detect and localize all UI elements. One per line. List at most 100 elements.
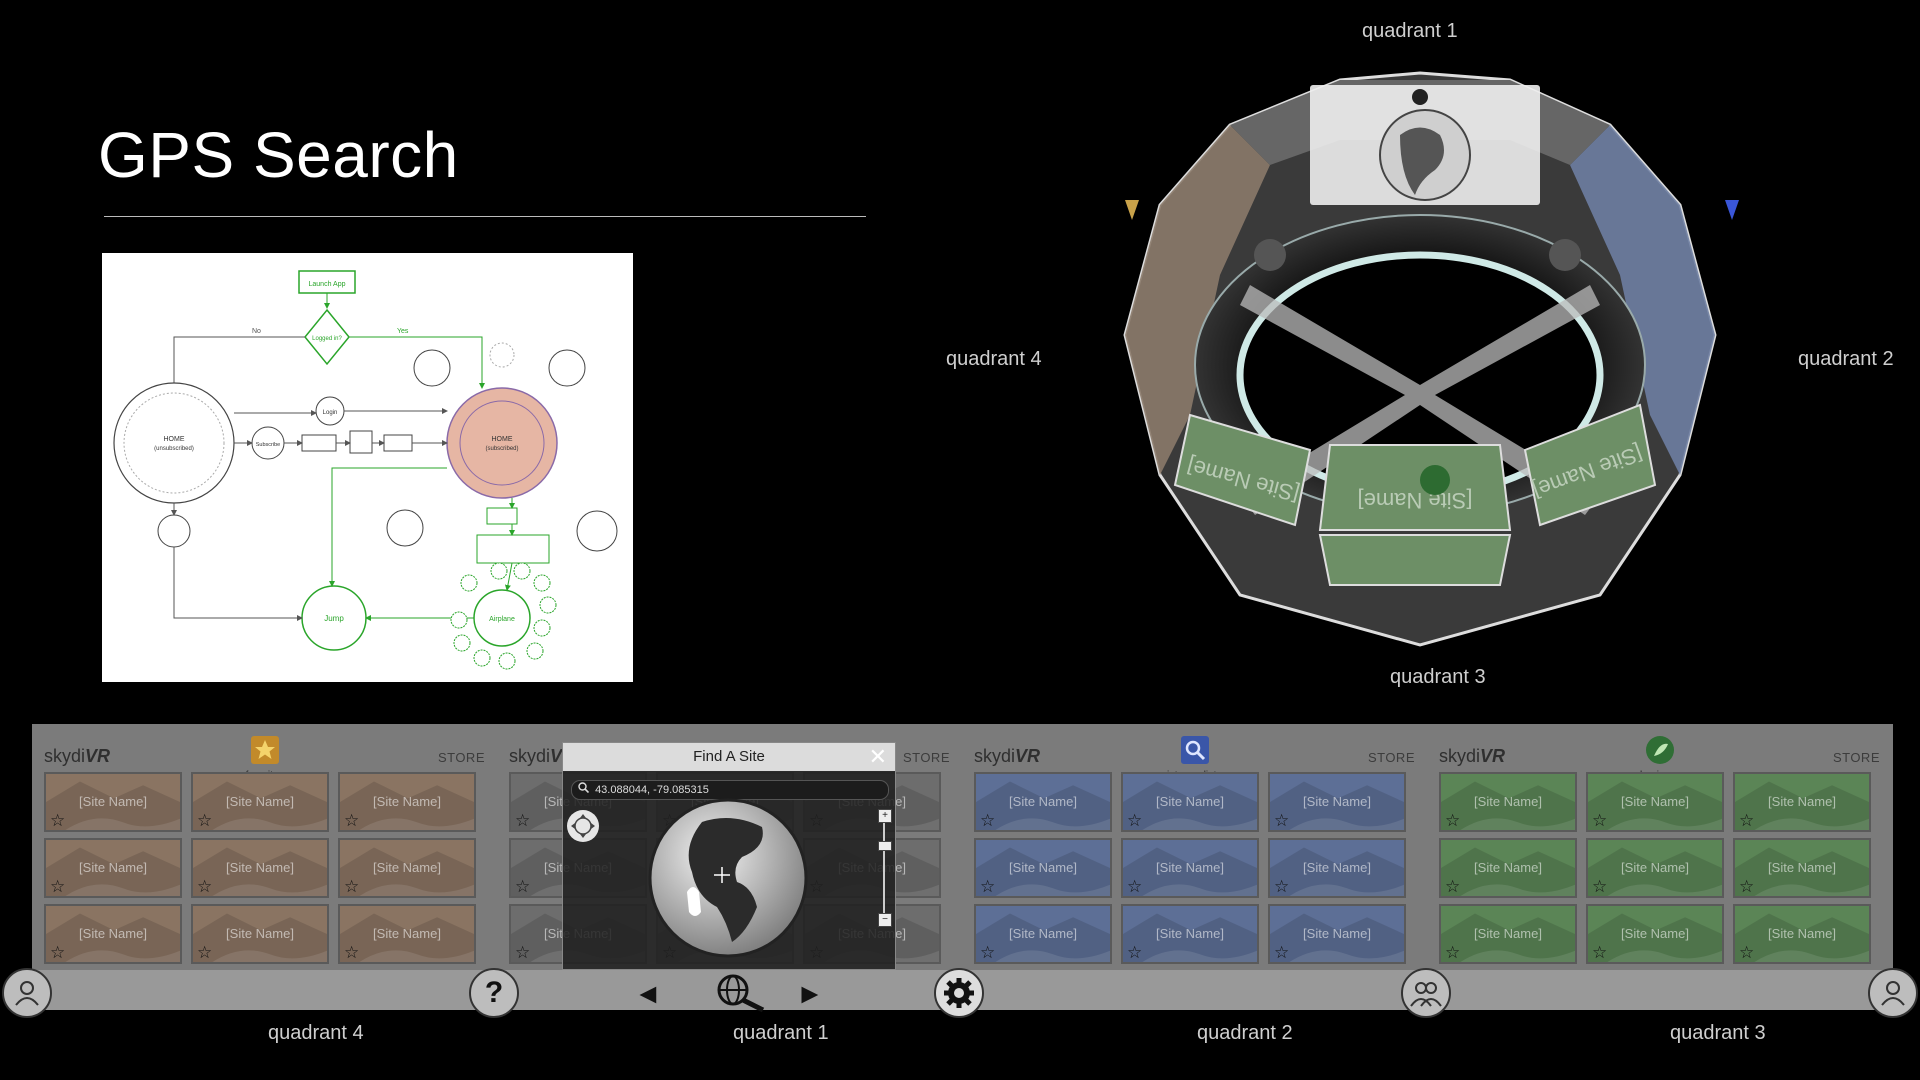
site-name: [Site Name]: [1303, 860, 1371, 875]
star-icon[interactable]: ☆: [197, 943, 213, 962]
star-icon[interactable]: ☆: [197, 877, 213, 896]
star-icon[interactable]: ☆: [1739, 943, 1755, 962]
star-icon[interactable]: ☆: [1445, 877, 1461, 896]
dome-settings-icon: [1549, 239, 1581, 271]
site-card[interactable]: [Site Name]☆: [1586, 838, 1724, 898]
flowchart-svg: Launch App Logged in? No Yes HOME (unsub…: [113, 270, 618, 670]
group-users-icon[interactable]: [1401, 968, 1451, 1018]
star-icon[interactable]: ☆: [980, 811, 996, 830]
globe-icon[interactable]: [647, 797, 809, 959]
dome-tile-left: [1173, 413, 1312, 527]
star-icon[interactable]: ☆: [1592, 811, 1608, 830]
star-icon[interactable]: ☆: [1127, 877, 1143, 896]
profile-icon[interactable]: [2, 968, 52, 1018]
site-card[interactable]: [Site Name]☆: [1439, 838, 1577, 898]
svg-text:HOME: HOME: [164, 436, 185, 443]
store-link[interactable]: STORE: [902, 750, 950, 765]
landscape-icon: [340, 781, 474, 830]
site-card[interactable]: [Site Name]☆: [1733, 904, 1871, 964]
beginner-icon[interactable]: [1645, 736, 1674, 764]
star-icon[interactable]: ☆: [344, 877, 360, 896]
help-icon[interactable]: ?: [469, 968, 519, 1018]
profile-icon-right[interactable]: [1868, 968, 1918, 1018]
svg-text:(subscribed): (subscribed): [485, 446, 518, 452]
star-icon[interactable]: ☆: [1592, 877, 1608, 896]
site-card[interactable]: [Site Name] ☆: [1268, 838, 1406, 898]
landscape-icon: [1735, 847, 1869, 896]
star-icon[interactable]: ☆: [1592, 943, 1608, 962]
site-card[interactable]: [Site Name]☆: [44, 772, 182, 832]
site-card[interactable]: [Site Name]☆: [1439, 904, 1577, 964]
site-card[interactable]: [Site Name]☆: [44, 838, 182, 898]
site-card[interactable]: [Site Name]☆: [1121, 772, 1259, 832]
site-card[interactable]: [Site Name]☆: [974, 838, 1112, 898]
store-link[interactable]: STORE: [437, 750, 485, 765]
coordinates-value: 43.088044, -79.085315: [595, 784, 709, 796]
globe-search-icon[interactable]: [713, 970, 773, 1019]
site-name: [Site Name]: [1474, 794, 1542, 809]
star-icon[interactable]: ☆: [50, 943, 66, 962]
site-card[interactable]: [Site Name]☆: [191, 838, 329, 898]
site-card[interactable]: [Site Name]☆: [191, 772, 329, 832]
next-arrow-icon[interactable]: ►: [796, 978, 824, 1009]
star-icon[interactable]: ☆: [1274, 811, 1290, 830]
star-icon[interactable]: ☆: [1445, 811, 1461, 830]
site-card[interactable]: [Site Name] ☆: [1733, 772, 1871, 832]
site-card[interactable]: [Site Name]☆: [338, 904, 476, 964]
site-card[interactable]: [Site Name] ☆: [1439, 772, 1577, 832]
site-card[interactable]: [Site Name]☆: [191, 904, 329, 964]
star-icon[interactable]: ☆: [1127, 811, 1143, 830]
star-icon[interactable]: ☆: [1445, 943, 1461, 962]
star-icon[interactable]: ☆: [1274, 943, 1290, 962]
previous-arrow-icon[interactable]: ◄: [634, 978, 662, 1009]
star-icon[interactable]: ☆: [344, 811, 360, 830]
zoom-slider-handle[interactable]: [878, 841, 892, 851]
site-card[interactable]: [Site Name]☆: [44, 904, 182, 964]
landscape-icon: [46, 913, 180, 962]
zoom-out-icon[interactable]: −: [878, 913, 892, 927]
zoom-in-icon[interactable]: +: [878, 809, 892, 823]
logged-in-decision: [304, 308, 350, 366]
star-icon[interactable]: ☆: [515, 943, 531, 962]
star-icon[interactable]: ☆: [515, 877, 531, 896]
site-card[interactable]: [Site Name]☆: [974, 904, 1112, 964]
star-icon[interactable]: ☆: [1739, 877, 1755, 896]
star-icon[interactable]: ☆: [1739, 811, 1755, 830]
site-card[interactable]: [Site Name]☆: [338, 838, 476, 898]
site-name: [Site Name]: [1768, 794, 1836, 809]
pan-control-icon[interactable]: [567, 810, 599, 842]
close-icon[interactable]: ✕: [868, 744, 887, 769]
settings-gear-icon[interactable]: [934, 968, 984, 1018]
site-card[interactable]: [Site Name]☆: [1586, 772, 1724, 832]
store-link[interactable]: STORE: [1367, 750, 1415, 765]
logged-in-label: Logged in?: [312, 336, 342, 342]
star-icon[interactable]: ☆: [197, 811, 213, 830]
left-segment: [1125, 125, 1270, 475]
star-icon[interactable]: ☆: [1274, 877, 1290, 896]
zoom-slider-track[interactable]: [883, 813, 885, 921]
site-name: [Site Name]: [1621, 926, 1689, 941]
site-card[interactable]: [Site Name]☆: [1121, 838, 1259, 898]
landscape-icon: [1270, 781, 1404, 830]
site-card[interactable]: [Site Name]☆: [974, 772, 1112, 832]
intermediate-icon[interactable]: [1180, 736, 1209, 764]
star-icon[interactable]: ☆: [515, 811, 531, 830]
star-icon[interactable]: ☆: [50, 877, 66, 896]
star-icon[interactable]: ☆: [980, 943, 996, 962]
star-icon[interactable]: ☆: [980, 877, 996, 896]
site-card[interactable]: [Site Name]☆: [338, 772, 476, 832]
site-card[interactable]: [Site Name]☆: [1268, 772, 1406, 832]
site-card[interactable]: [Site Name] ☆: [1586, 904, 1724, 964]
store-link[interactable]: STORE: [1832, 750, 1880, 765]
quadrant-favorites: skydiVR favorites STORE [Site Name]☆[Sit…: [32, 724, 497, 970]
star-icon[interactable]: [250, 736, 279, 764]
star-icon[interactable]: ☆: [1127, 943, 1143, 962]
home-subscribed-node: [446, 387, 558, 499]
site-grid: [Site Name]☆[Site Name]☆[Site Name]☆[Sit…: [44, 772, 476, 964]
star-icon[interactable]: ☆: [344, 943, 360, 962]
site-card[interactable]: [Site Name]☆: [1268, 904, 1406, 964]
site-card[interactable]: [Site Name]☆: [1121, 904, 1259, 964]
site-card[interactable]: [Site Name]☆: [1733, 838, 1871, 898]
star-icon[interactable]: ☆: [50, 811, 66, 830]
coordinate-search-input[interactable]: 43.088044, -79.085315: [571, 780, 889, 800]
